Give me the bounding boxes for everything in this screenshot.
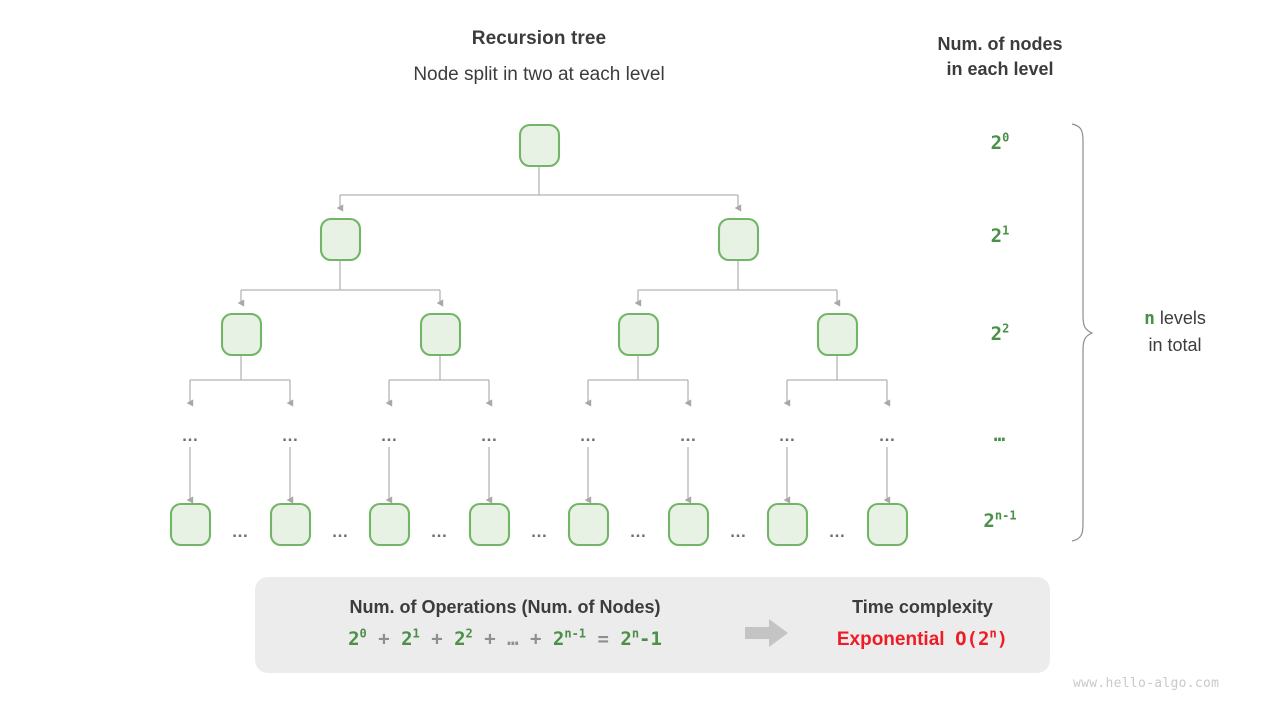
- formula-term: 2: [620, 628, 632, 650]
- page-title: Recursion tree: [471, 28, 607, 49]
- level-count-ellipsis: …: [993, 424, 1007, 446]
- ellipsis-label: …: [630, 522, 647, 541]
- ellipsis-label: …: [282, 426, 299, 445]
- nodes-heading-line1: Num. of nodes: [937, 34, 1063, 54]
- big-o-suffix: ): [996, 628, 1009, 650]
- big-o-prefix: O(2: [955, 628, 990, 650]
- time-complexity-value: Exponential O(2n): [800, 628, 1045, 651]
- formula-operator: +: [472, 628, 508, 650]
- ellipsis-label: …: [829, 522, 846, 541]
- level-count-0-base: 2: [990, 132, 1003, 154]
- formula-term: -1: [639, 628, 662, 650]
- page-subtitle: Node split in two at each level: [413, 64, 665, 85]
- tree-node[interactable]: [269, 502, 312, 547]
- ellipsis-label: …: [332, 522, 349, 541]
- levels-total-line1: n levels: [1100, 305, 1250, 332]
- level-count-2-base: 2: [990, 323, 1003, 345]
- tree-node[interactable]: [816, 312, 859, 357]
- levels-total-line2: in total: [1148, 335, 1202, 355]
- formula-exponent: 0: [359, 626, 367, 641]
- levels-brace: [1071, 123, 1094, 542]
- tree-level-0: [518, 123, 561, 168]
- leaf-gap-ellipses: … … … … … … …: [232, 522, 846, 541]
- tree-node[interactable]: [419, 312, 462, 357]
- formula-term: 2: [348, 628, 360, 650]
- formula-exponent: n-1: [564, 626, 587, 641]
- ellipsis-label: …: [531, 522, 548, 541]
- tree-level-2: [220, 312, 859, 357]
- tree-node[interactable]: [319, 217, 362, 262]
- formula-ellipsis: …: [507, 628, 519, 650]
- tree-node[interactable]: [169, 502, 212, 547]
- time-complexity-title: Time complexity: [852, 597, 993, 617]
- ellipsis-label: …: [680, 426, 697, 445]
- formula-exponent: 1: [412, 626, 420, 641]
- tree-hidden-level-ellipses: … … … … … … … …: [182, 426, 896, 445]
- nodes-heading-line2: in each level: [946, 59, 1054, 79]
- tree-level-1: [319, 217, 760, 262]
- right-arrow-icon: [745, 619, 788, 647]
- level-count-1-exponent: 1: [1002, 223, 1010, 238]
- tree-edges: [186, 166, 891, 504]
- formula-operator: +: [366, 628, 402, 650]
- tree-node[interactable]: [518, 123, 561, 168]
- formula-operator: +: [518, 628, 553, 650]
- level-count-n: 2n-1: [955, 510, 1045, 532]
- operations-formula: 20 + 21 + 22 + … + 2n-1 = 2n-1: [270, 628, 740, 650]
- ellipsis-label: …: [580, 426, 597, 445]
- formula-exponent: n: [631, 626, 640, 641]
- tree-node[interactable]: [220, 312, 263, 357]
- level-count-2-exponent: 2: [1002, 321, 1010, 336]
- ellipsis-label: …: [481, 426, 498, 445]
- tree-node[interactable]: [368, 502, 411, 547]
- tree-level-leaves: [169, 502, 909, 547]
- operations-summary: Num. of Operations (Num. of Nodes) 20 + …: [270, 597, 740, 650]
- tree-node[interactable]: [567, 502, 610, 547]
- ellipsis-label: …: [232, 522, 249, 541]
- levels-variable: n: [1144, 308, 1155, 329]
- level-count-1-base: 2: [990, 225, 1003, 247]
- big-o-exponent: n: [989, 626, 997, 641]
- complexity-label: Exponential: [836, 629, 945, 650]
- ellipsis-label: …: [879, 426, 896, 445]
- level-count-n-exponent: n-1: [994, 508, 1017, 523]
- levels-total-annotation: n levels in total: [1100, 305, 1250, 358]
- formula-term: 2: [552, 628, 565, 650]
- time-complexity-summary: Time complexity Exponential O(2n): [800, 597, 1045, 651]
- nodes-per-level-heading: Num. of nodes in each level: [880, 32, 1120, 82]
- ellipsis-label: …: [431, 522, 448, 541]
- tree-node[interactable]: [617, 312, 660, 357]
- level-count-n-base: 2: [983, 510, 995, 532]
- ellipsis-label: …: [182, 426, 199, 445]
- tree-node[interactable]: [866, 502, 909, 547]
- levels-total-text1: levels: [1154, 308, 1206, 328]
- level-count-0-exponent: 0: [1002, 130, 1010, 145]
- tree-node[interactable]: [468, 502, 511, 547]
- level-count-1: 21: [955, 225, 1045, 247]
- level-count-2: 22: [955, 323, 1045, 345]
- watermark: www.hello-algo.com: [1073, 676, 1220, 691]
- level-count-0: 20: [955, 132, 1045, 154]
- tree-node[interactable]: [667, 502, 710, 547]
- formula-term: 2: [401, 628, 413, 650]
- formula-equals: =: [586, 628, 621, 650]
- operations-title: Num. of Operations (Num. of Nodes): [349, 597, 661, 617]
- ellipsis-label: …: [730, 522, 747, 541]
- summary-panel: [255, 577, 1050, 673]
- formula-operator: +: [419, 628, 455, 650]
- ellipsis-label: …: [779, 426, 796, 445]
- formula-exponent: 2: [465, 626, 473, 641]
- formula-term: 2: [454, 628, 466, 650]
- ellipsis-label: …: [381, 426, 398, 445]
- tree-node[interactable]: [717, 217, 760, 262]
- tree-node[interactable]: [766, 502, 809, 547]
